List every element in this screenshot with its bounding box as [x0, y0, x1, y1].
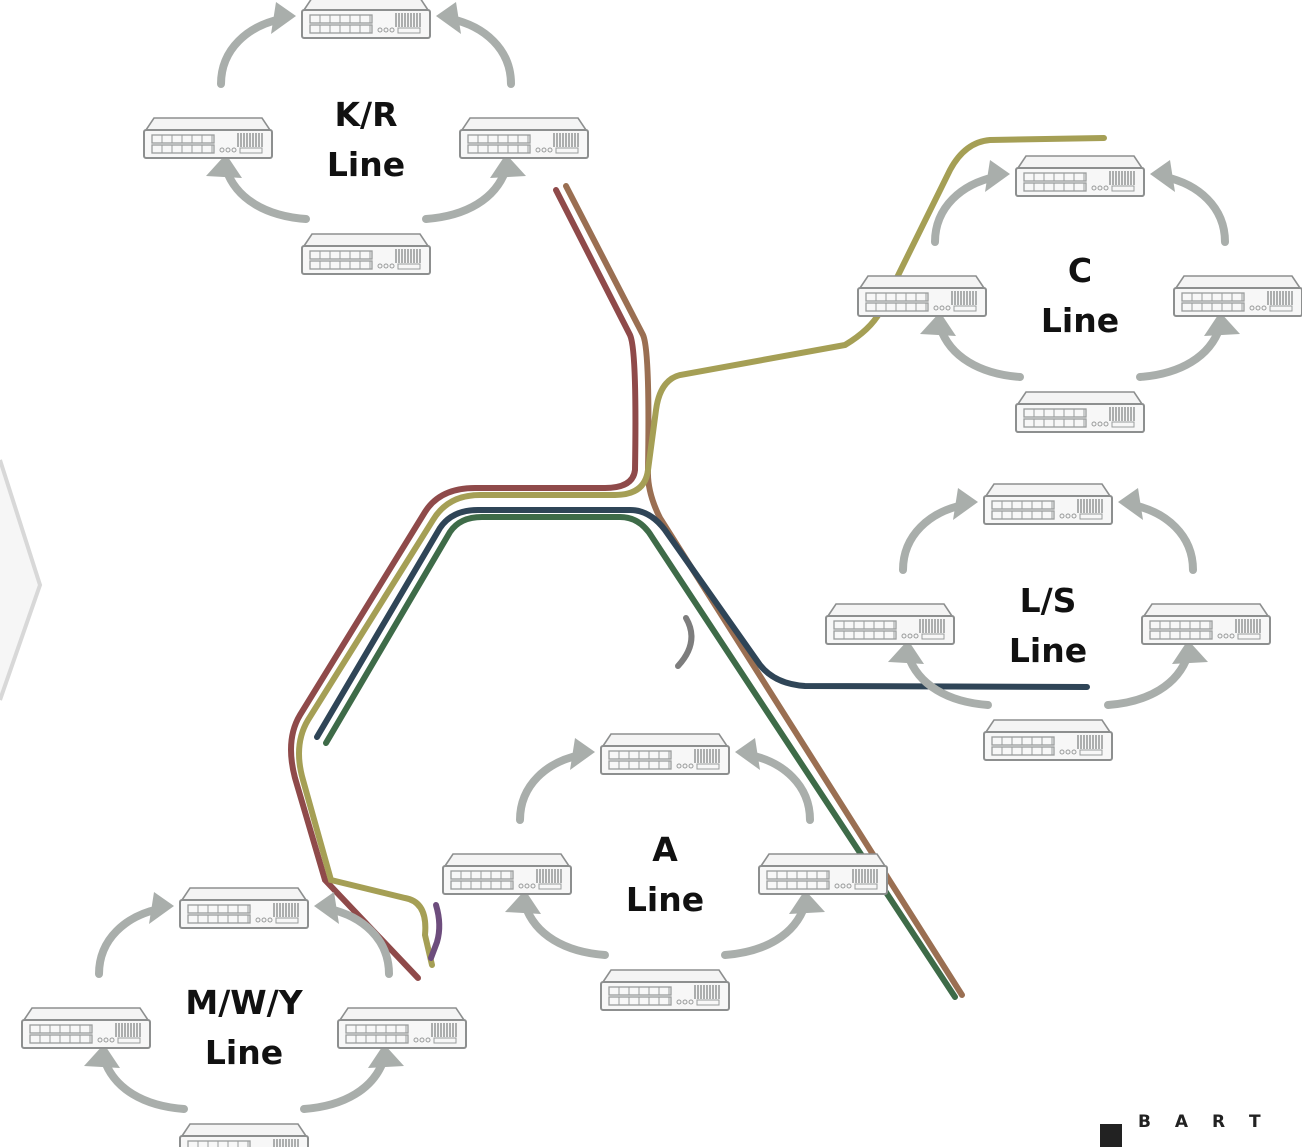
ring-label-mwy-top: M/W/Y	[185, 983, 303, 1022]
ring-label-c-bottom: Line	[1040, 301, 1120, 340]
ring-label-kr-bottom: Line	[326, 145, 406, 184]
ring-label-ls-top: L/S	[1019, 581, 1077, 620]
ring-label-ls-bottom: Line	[1008, 631, 1088, 670]
kr-line	[288, 187, 639, 981]
ring-label-a-top: A	[652, 830, 678, 869]
bart-logo-text: B A R T	[1138, 1112, 1270, 1132]
bart-logo-mark	[1100, 1124, 1122, 1147]
ring-label-kr: K/R Line	[296, 90, 436, 190]
ring-label-kr-top: K/R	[334, 95, 398, 134]
side-chevron	[0, 459, 43, 701]
ring-label-c-top: C	[1067, 251, 1093, 290]
purple-stub	[428, 902, 443, 961]
ring-label-ls: L/S Line	[978, 576, 1118, 676]
gray-stub	[675, 615, 695, 669]
ring-label-a: A Line	[595, 825, 735, 925]
ring-label-mwy: M/W/Y Line	[174, 978, 314, 1078]
ring-label-c: C Line	[1010, 246, 1150, 346]
ring-label-a-bottom: Line	[625, 880, 705, 919]
a-line	[323, 514, 958, 1000]
ring-label-mwy-bottom: Line	[204, 1033, 284, 1072]
ls-line	[314, 507, 1090, 740]
bart-logo: B A R T	[1100, 1112, 1302, 1147]
